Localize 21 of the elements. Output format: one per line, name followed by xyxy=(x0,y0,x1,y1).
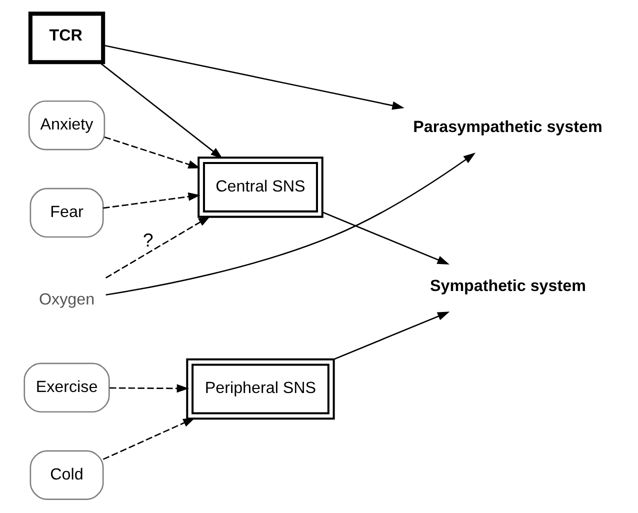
arrow xyxy=(102,418,196,460)
node-box: TCR xyxy=(28,12,106,64)
node-text: Parasympathetic system xyxy=(413,118,602,136)
arrow xyxy=(334,312,450,360)
node-box: Anxiety xyxy=(28,100,106,150)
node-box: Exercise xyxy=(24,362,110,413)
node-text: Sympathetic system xyxy=(430,276,586,295)
node-box: Cold xyxy=(30,450,104,500)
arrow xyxy=(106,152,476,296)
node-text: Oxygen xyxy=(38,290,95,308)
arrow xyxy=(106,216,211,278)
edge-label: ? xyxy=(142,230,154,251)
arrow xyxy=(103,192,200,209)
arrow xyxy=(322,212,450,265)
arrow xyxy=(103,44,404,110)
node-box: Fear xyxy=(30,188,104,238)
arrow xyxy=(104,136,200,168)
node-box: Central SNS xyxy=(198,156,324,218)
node-box: Peripheral SNS xyxy=(186,358,335,420)
arrow xyxy=(98,62,223,159)
arrow xyxy=(110,384,189,393)
